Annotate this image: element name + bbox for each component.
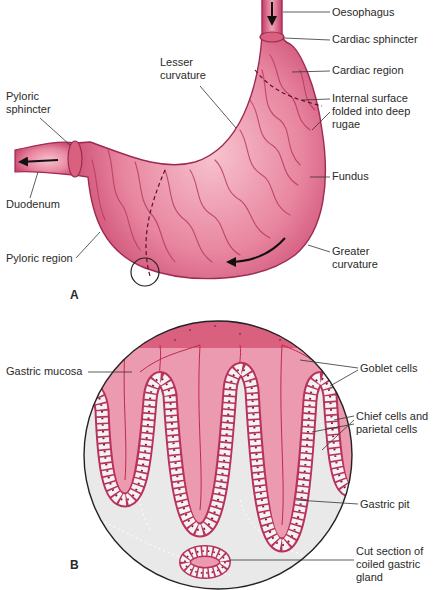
part-label: Chief cells and parietal cells xyxy=(356,410,434,436)
gland-epithelium xyxy=(60,369,380,545)
gland-ring-outer xyxy=(185,551,225,573)
leader-line xyxy=(284,38,330,40)
leader-line xyxy=(300,360,358,368)
part-label: Lesser curvature xyxy=(160,56,222,82)
ruga xyxy=(165,170,212,262)
churning-arrow xyxy=(228,238,285,262)
leader-line xyxy=(200,86,236,128)
ruga xyxy=(215,160,270,238)
part-label: Cardiac region xyxy=(332,64,432,77)
leader-line xyxy=(302,99,330,100)
figure-letter: A xyxy=(70,288,100,302)
rugae-folds xyxy=(92,55,315,262)
epithelial-cells xyxy=(60,369,380,545)
leader-line xyxy=(296,500,358,504)
stomach-outline xyxy=(74,0,325,279)
mucosa-section xyxy=(60,300,380,590)
gland-ring-cells xyxy=(185,551,225,573)
leader-line xyxy=(312,424,354,432)
leader-line xyxy=(310,177,330,178)
ruga xyxy=(262,70,300,165)
ruga xyxy=(240,130,290,215)
oesophagus-tube xyxy=(263,0,281,34)
magnify-circle-large xyxy=(84,321,352,589)
coiled-gland-section xyxy=(185,551,225,573)
leader-line xyxy=(322,420,354,450)
leader-line xyxy=(76,232,100,258)
figure-letter: B xyxy=(70,558,100,572)
part-label: Goblet cells xyxy=(360,362,434,375)
dot xyxy=(279,339,281,341)
cardiac-sphincter-ring xyxy=(260,32,284,42)
ruga xyxy=(270,55,310,130)
leader-line xyxy=(308,245,330,252)
cardiac-region-boundary xyxy=(255,70,322,106)
leader-line xyxy=(283,12,330,13)
part-label: Cardiac sphincter xyxy=(332,33,432,46)
lamina-propria xyxy=(60,300,380,545)
leader-line xyxy=(330,370,358,386)
ruga xyxy=(250,100,298,185)
part-label: Duodenum xyxy=(6,198,96,211)
part-label: Pyloric region xyxy=(6,252,106,265)
part-label: Greater curvature xyxy=(332,245,394,271)
leader-line xyxy=(334,416,354,420)
cell-nuclei xyxy=(60,369,380,545)
part-label: Cut section of coiled gastric gland xyxy=(356,545,434,585)
leader-lines xyxy=(30,12,358,560)
leader-line xyxy=(40,118,70,145)
mucosa-surface xyxy=(80,318,360,348)
leader-line xyxy=(88,372,132,373)
duodenum-tube xyxy=(15,142,76,175)
pyloric-sphincter-ring xyxy=(68,141,82,177)
ruga xyxy=(92,160,105,220)
ruga xyxy=(135,162,175,262)
food-entry-arrow xyxy=(271,2,273,24)
pyloric-region-boundary xyxy=(146,170,165,276)
dot xyxy=(189,329,191,331)
part-label: Gastric mucosa xyxy=(6,365,96,378)
leader-line xyxy=(30,172,38,198)
gland-ring-nuclei xyxy=(185,551,225,573)
epithelium-outer xyxy=(60,369,380,545)
part-label: Pyloric sphincter xyxy=(6,90,66,116)
capillary xyxy=(281,345,283,525)
magnify-circle-small xyxy=(131,258,159,286)
leader-line xyxy=(230,560,354,561)
part-label: Oesophagus xyxy=(332,6,432,19)
leader-line xyxy=(312,112,330,130)
dot xyxy=(174,339,176,341)
capillary xyxy=(124,345,126,480)
dot xyxy=(214,325,216,327)
dot xyxy=(239,333,241,335)
ruga xyxy=(108,150,140,250)
capillary xyxy=(199,345,201,510)
ruga xyxy=(300,70,315,110)
capillary xyxy=(140,345,200,372)
part-label: Gastric pit xyxy=(360,498,434,511)
part-label: Fundus xyxy=(332,170,432,183)
food-exit-arrow xyxy=(20,160,58,162)
part-label: Internal surface folded into deep rugae xyxy=(332,92,430,132)
leader-line xyxy=(292,71,330,72)
surface-dots xyxy=(174,325,281,341)
